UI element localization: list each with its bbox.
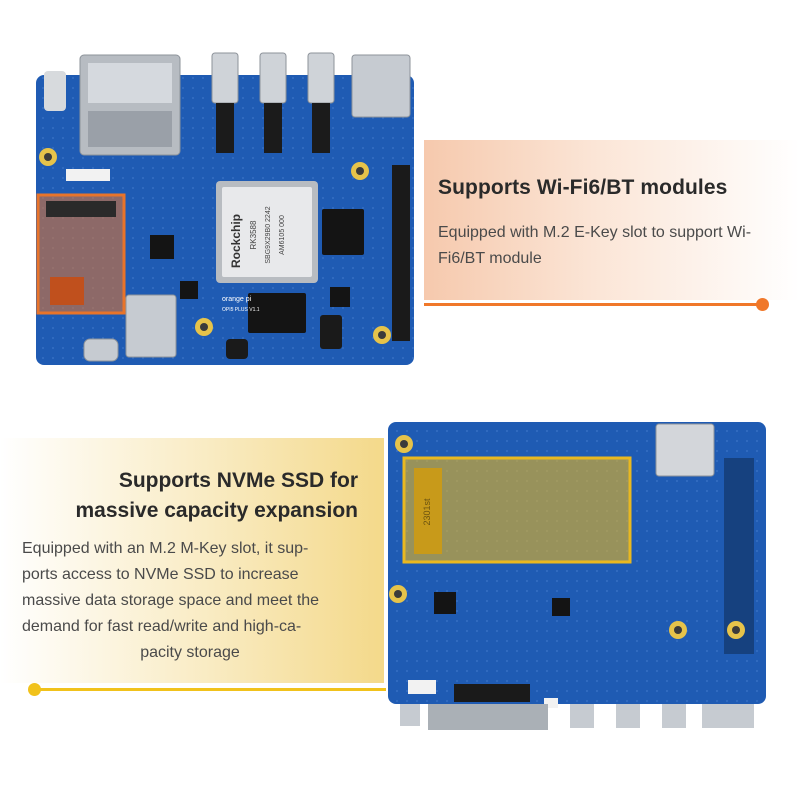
- soc-brand: Rockchip: [229, 214, 243, 268]
- ram-chip: [322, 209, 364, 255]
- nvme-accent-dot: [28, 683, 41, 696]
- m2-ekey-highlight: [36, 193, 126, 315]
- nvme-feature-panel: [0, 438, 384, 683]
- gpio-header: [392, 165, 410, 341]
- nvme-accent-line: [36, 688, 386, 691]
- soc-lot: AM6105 000: [279, 215, 286, 255]
- m2-slot-label: 2301st: [422, 498, 432, 526]
- nvme-desc-line: ports access to NVMe SSD to increase: [22, 566, 299, 583]
- hdmi-port: [259, 52, 287, 104]
- usb-port: [351, 54, 411, 118]
- hdmi-port: [307, 52, 335, 104]
- wifi-feature-description: Equipped with M.2 E-Key slot to support …: [438, 224, 752, 267]
- usb-c-port: [83, 338, 119, 362]
- board-front-image: Rockchip RK3588 SBG9X29B0 2242 AM6105 00…: [36, 52, 414, 365]
- m2-mkey-highlight: [402, 456, 632, 564]
- nvme-desc-line: demand for fast read/write and high-ca-: [22, 618, 302, 635]
- hdmi-port: [211, 52, 239, 104]
- ram-chip: [248, 293, 306, 333]
- soc-code: SBG9X29B0 2242: [265, 206, 272, 263]
- nvme-feature-description: Equipped with an M.2 M-Key slot, it sup-…: [22, 536, 358, 666]
- nvme-feature-title: Supports NVMe SSD for massive capacity e…: [0, 466, 359, 526]
- nvme-desc-line: pacity storage: [140, 644, 240, 661]
- usb-port: [125, 294, 177, 358]
- board-back-image: 2301st: [388, 422, 766, 730]
- nvme-title-line-1: Supports NVMe SSD for: [118, 469, 358, 492]
- audio-jack: [320, 315, 342, 349]
- wifi-feature-title: Supports Wi-Fi6/BT modules: [438, 176, 728, 199]
- soc-model: RK3588: [249, 220, 258, 249]
- fpc-connector: [544, 698, 558, 708]
- nvme-title-line-2: massive capacity expansion: [75, 499, 359, 522]
- sd-card-slot: [655, 423, 715, 477]
- wifi-accent-line: [424, 303, 762, 306]
- nvme-desc-line: massive data storage space and meet the: [22, 592, 320, 609]
- nvme-desc-line: Equipped with an M.2 M-Key slot, it sup-: [22, 540, 309, 557]
- fpc-connector: [454, 684, 530, 702]
- wifi-feature-panel: [424, 140, 800, 300]
- brand-logo: orange pi: [222, 296, 252, 303]
- wifi-accent-dot: [756, 298, 769, 311]
- board-silkscreen: OPI5 PLUS V1.1: [222, 307, 260, 313]
- fpc-connector: [408, 680, 436, 694]
